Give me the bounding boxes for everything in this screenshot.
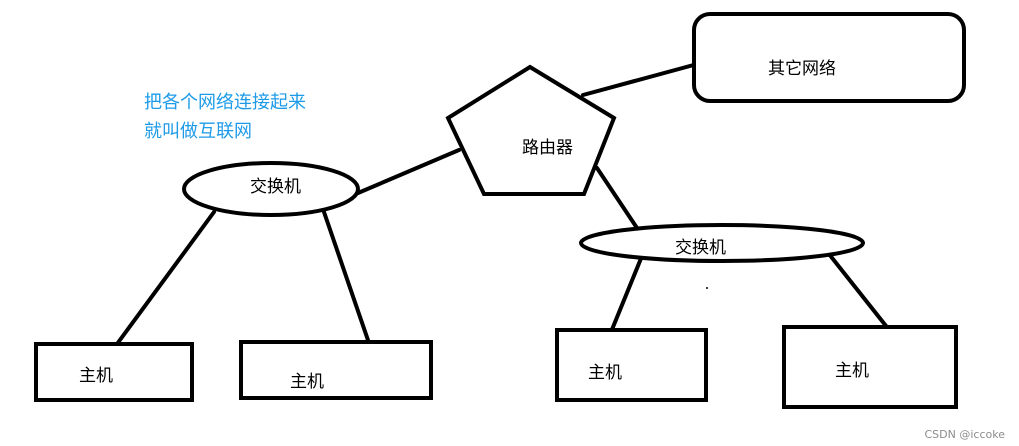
host-1-label: 主机: [79, 366, 113, 386]
link-router-other-network: [581, 58, 714, 97]
link-left-switch-host-1: [115, 210, 216, 346]
left-switch-label: 交换机: [250, 177, 301, 197]
connection-lines: [115, 58, 892, 348]
host-4-label: 主机: [835, 361, 869, 381]
watermark-text: CSDN @iccoke: [925, 428, 1006, 441]
router-label: 路由器: [522, 138, 573, 158]
link-right-switch-host-4: [823, 247, 892, 333]
right-switch-label: 交换机: [675, 238, 726, 258]
other-network-label: 其它网络: [768, 59, 836, 79]
host-4-box: [782, 325, 958, 409]
right-switch-shape: [579, 223, 865, 263]
link-router-right-switch: [595, 166, 639, 230]
host-1-box: [34, 342, 194, 402]
annotation-line-2: 就叫做互联网: [144, 121, 252, 142]
stray-dot: [706, 287, 708, 289]
link-right-switch-host-3: [609, 254, 644, 334]
router-shape: [445, 64, 617, 196]
annotation-line-1: 把各个网络连接起来: [144, 92, 306, 113]
host-2-box: [239, 340, 433, 400]
host-3-box: [555, 328, 708, 402]
other-network-box: [692, 12, 966, 103]
left-switch-shape: [182, 161, 360, 217]
host-2-label: 主机: [290, 372, 324, 392]
host-3-label: 主机: [588, 363, 622, 383]
link-router-left-switch: [356, 148, 461, 195]
link-left-switch-host-2: [322, 210, 372, 348]
